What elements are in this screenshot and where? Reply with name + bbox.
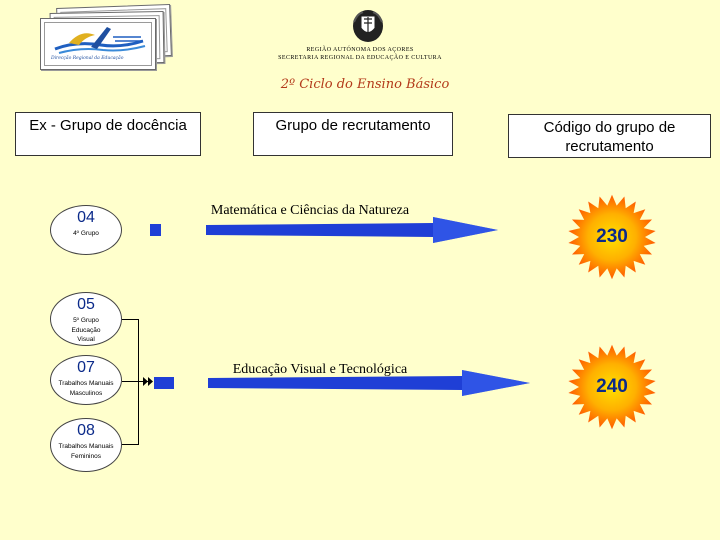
- recruitment-code-230: 230: [596, 226, 628, 247]
- bracket-connector-vertical: [138, 319, 139, 445]
- header-secretariat: SECRETARIA REGIONAL DA EDUCAÇÃO E CULTUR…: [278, 55, 442, 61]
- regional-education-logo-frame: Direcção Regional da Educação: [44, 22, 152, 66]
- bracket-connector-mid: [122, 381, 139, 382]
- bracket-connector-bottom: [122, 444, 139, 445]
- regional-education-logo: Direcção Regional da Educação: [40, 18, 156, 70]
- starburst-icon-240: [568, 344, 656, 430]
- former-group-number: 08: [77, 422, 95, 439]
- subject-label-240: Educação Visual e Tecnológica: [232, 362, 408, 377]
- starburst-icon-230: [568, 194, 656, 280]
- column-header-recruitment-group: Grupo de recrutamento: [253, 112, 453, 156]
- former-group-number: 05: [77, 296, 95, 313]
- former-group-label: 4º Grupo: [73, 230, 99, 237]
- former-group-07: 07 Trabalhos Manuais Masculinos: [50, 355, 122, 405]
- bracket-connector-top: [122, 319, 139, 320]
- former-group-04: 04 4º Grupo: [50, 205, 122, 255]
- column-header-code: Código do grupo de recrutamento: [508, 114, 711, 158]
- former-group-05: 05 5º Grupo Educação Visual: [50, 292, 122, 346]
- logo-caption: Direcção Regional da Educação: [51, 56, 124, 61]
- regional-education-logo-mark: [54, 27, 146, 54]
- column-header-former-group: Ex - Grupo de docência: [15, 112, 201, 156]
- coat-of-arms-icon: [353, 10, 383, 42]
- header-region: REGIÃO AUTÓNOMA DOS AÇORES: [306, 47, 414, 53]
- former-group-label: Trabalhos Manuais Femininos: [58, 443, 114, 460]
- bracket-arrowheads-icon: [143, 377, 153, 386]
- arrow-icon-row-240: [154, 370, 530, 396]
- former-group-number: 04: [77, 209, 95, 226]
- former-group-label: Trabalhos Manuais Masculinos: [58, 380, 114, 397]
- subject-label-230: Matemática e Ciências da Natureza: [210, 203, 410, 218]
- former-group-number: 07: [77, 359, 95, 376]
- former-group-label: 5º Grupo Educação Visual: [71, 317, 101, 343]
- page-subtitle: 2º Ciclo do Ensino Básico: [280, 77, 450, 92]
- arrow-icon-row-230: [150, 217, 498, 243]
- recruitment-code-240: 240: [596, 376, 628, 397]
- former-group-08: 08 Trabalhos Manuais Femininos: [50, 418, 122, 472]
